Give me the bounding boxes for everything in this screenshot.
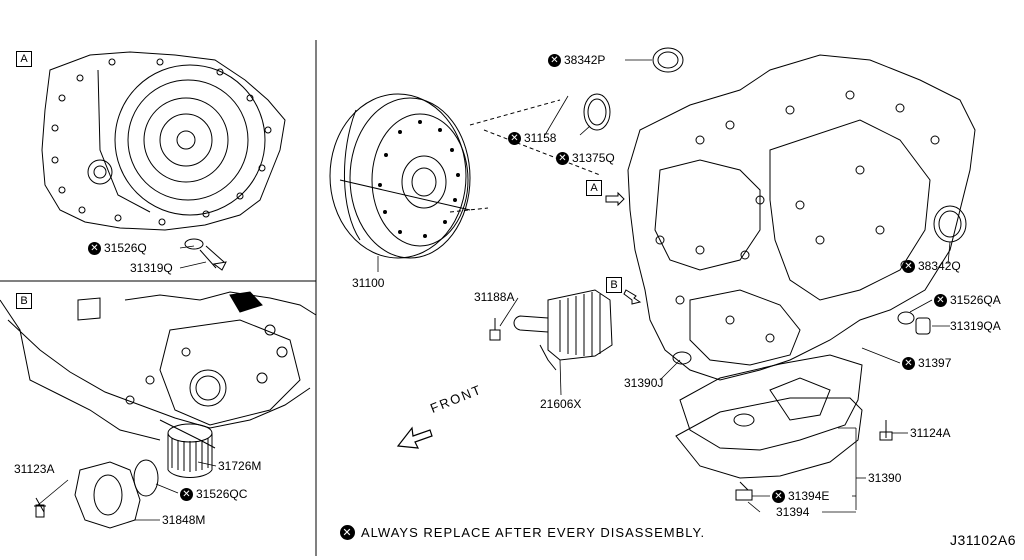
replacement-footnote: ✕ ALWAYS REPLACE AFTER EVERY DISASSEMBLY… <box>340 525 705 540</box>
part-number: 31397 <box>918 356 952 370</box>
callout-31526QA[interactable]: ✕31526QA <box>934 293 1001 307</box>
callout-31390J[interactable]: 31390J <box>624 376 663 390</box>
callout-31526QC[interactable]: ✕31526QC <box>180 487 247 501</box>
part-number: 31526Q <box>104 241 147 255</box>
transaxle-case <box>583 47 976 381</box>
callout-38342P[interactable]: ✕38342P <box>548 53 605 67</box>
leader-lines <box>37 59 951 521</box>
callout-38342Q[interactable]: ✕38342Q <box>902 259 961 273</box>
part-number: 31124A <box>910 426 951 440</box>
drain-plug-31319qa <box>897 311 931 335</box>
callout-31158[interactable]: ✕31158 <box>508 131 556 145</box>
callout-31390[interactable]: 31390 <box>868 471 901 485</box>
callout-31526Q[interactable]: ✕31526Q <box>88 241 147 255</box>
front-arrow <box>396 426 433 449</box>
callout-31319Q[interactable]: 31319Q <box>130 261 173 275</box>
callout-31397[interactable]: ✕31397 <box>902 356 951 370</box>
oil-pan <box>672 351 863 501</box>
callout-21606X[interactable]: 21606X <box>540 397 581 411</box>
part-number: 31123A <box>14 462 55 476</box>
x-circle-icon: ✕ <box>548 53 561 67</box>
torque-converter <box>329 93 471 259</box>
view-marker-b: B <box>606 277 622 293</box>
x-circle-icon: ✕ <box>88 241 101 255</box>
diagram-id: J31102A6 <box>949 532 1016 548</box>
converter-pointer <box>449 99 601 213</box>
x-circle-icon: ✕ <box>180 487 193 501</box>
part-number: 31390 <box>868 471 902 485</box>
oil-cooler <box>513 289 613 371</box>
x-circle-icon: ✕ <box>772 489 785 503</box>
callout-31394[interactable]: 31394 <box>776 505 809 519</box>
part-number: 31158 <box>524 131 557 145</box>
part-number: 31390J <box>624 376 664 390</box>
callout-31100[interactable]: 31100 <box>352 276 384 290</box>
housing-detail-a <box>41 51 286 271</box>
view-arrow-a <box>605 191 625 207</box>
footnote-text: ALWAYS REPLACE AFTER EVERY DISASSEMBLY. <box>361 525 706 540</box>
callout-31319QA[interactable]: 31319QA <box>950 319 1001 333</box>
x-circle-icon: ✕ <box>934 293 947 307</box>
part-number: 31848M <box>162 513 206 527</box>
bolt-31188a <box>489 318 501 341</box>
housing-detail-b <box>0 291 317 529</box>
view-label-a: A <box>16 51 32 67</box>
part-number: 31726M <box>218 459 262 473</box>
part-number: 31526QA <box>950 293 1001 307</box>
x-circle-icon: ✕ <box>902 356 915 370</box>
callout-31124A[interactable]: 31124A <box>910 426 950 440</box>
view-marker-a: A <box>586 180 602 196</box>
callout-31394E[interactable]: ✕31394E <box>772 489 829 503</box>
part-number: 31188A <box>474 290 515 304</box>
x-circle-icon: ✕ <box>508 131 521 145</box>
part-number: 31526QC <box>196 487 248 501</box>
part-number: 38342Q <box>918 259 961 273</box>
callout-31848M[interactable]: 31848M <box>162 513 205 527</box>
callout-31123A[interactable]: 31123A <box>14 462 54 476</box>
x-circle-icon: ✕ <box>340 525 355 540</box>
callout-31375Q[interactable]: ✕31375Q <box>556 151 615 165</box>
view-label-b: B <box>16 293 32 309</box>
callout-31188A[interactable]: 31188A <box>474 290 514 304</box>
part-number: 31394 <box>776 505 810 519</box>
converter-teeth <box>378 120 460 238</box>
x-circle-icon: ✕ <box>902 259 915 273</box>
callout-31726M[interactable]: 31726M <box>218 459 261 473</box>
part-number: 31319Q <box>130 261 173 275</box>
x-circle-icon: ✕ <box>556 151 569 165</box>
bolt-31124a <box>879 420 893 441</box>
part-number: 38342P <box>564 53 606 67</box>
part-number: 21606X <box>540 397 582 411</box>
part-number: 31319QA <box>950 319 1001 333</box>
view-arrow-b <box>623 289 642 305</box>
part-number: 31394E <box>788 489 830 503</box>
case-bolts <box>655 90 940 343</box>
part-number: 31375Q <box>572 151 615 165</box>
part-number: 31100 <box>352 276 385 290</box>
